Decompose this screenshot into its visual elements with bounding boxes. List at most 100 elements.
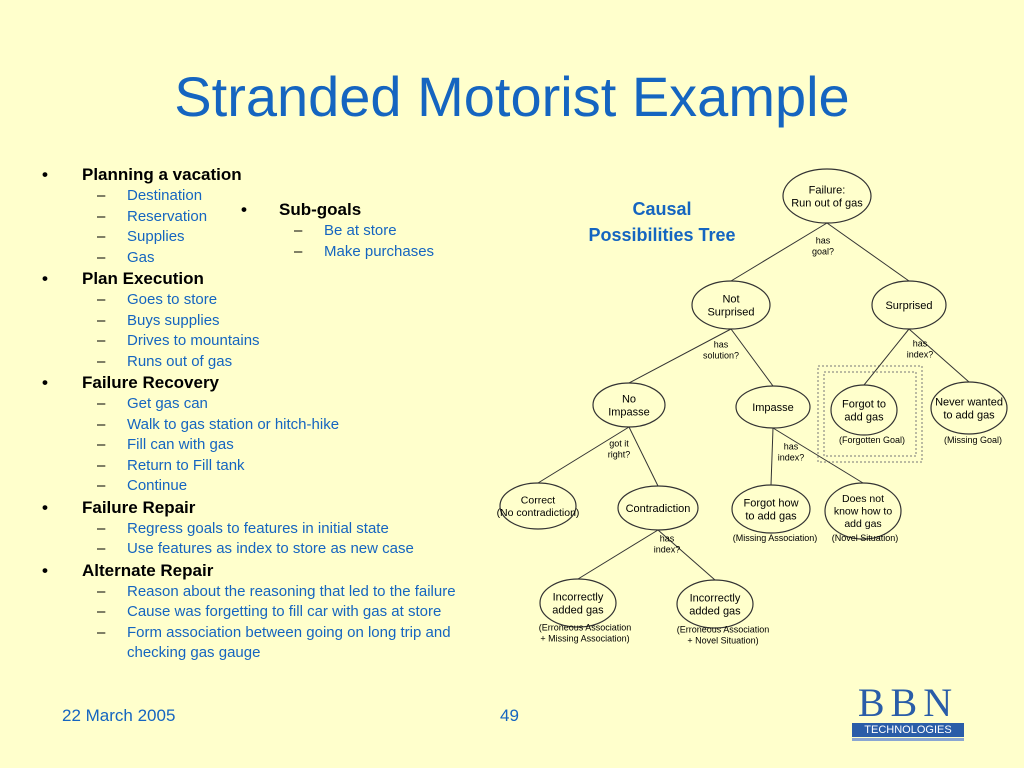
tree-edge [657, 529, 716, 581]
outline-item: – Reservation [42, 207, 512, 228]
outline-item-text: Destination [127, 187, 203, 204]
highlight-box [817, 365, 923, 463]
edge-label: got it [609, 439, 629, 449]
tree-node [782, 168, 872, 224]
outline-item: – Drives to mountains [42, 331, 512, 352]
tree-edge [908, 328, 970, 383]
outline-heading: •Failure Recovery [42, 372, 512, 394]
tree-node-label: know how to [834, 506, 893, 518]
outline-item-text: Buys supplies [127, 311, 220, 329]
tree-node-label: added gas [552, 604, 604, 616]
outline-item: –Reason about the reasoning that led to … [42, 582, 512, 603]
dash-icon: – [97, 228, 106, 245]
tree-node [691, 280, 771, 330]
outline-item-text: Goes to store [127, 291, 218, 308]
tree-node-label: to add gas [745, 510, 797, 522]
outline-item: – Continue [42, 476, 512, 497]
outline-item: –Use features as index to store as new c… [42, 539, 512, 560]
tree-node-label: (No contradiction) [497, 507, 580, 519]
outline-item-text: Continue [127, 477, 188, 494]
dash-icon: – [97, 207, 106, 225]
outline-item-text: Fill can with gas [127, 436, 234, 453]
outline-list: •Planning a vacation–Destination–Reserva… [42, 164, 512, 664]
logo-subtitle: TECHNOLOGIES [852, 723, 964, 737]
logo-underline [852, 738, 964, 741]
subgoals-heading: • Sub-goals [241, 199, 501, 221]
outline-item-text: Get gas can [127, 395, 208, 412]
outline-heading: •Failure Repair [42, 497, 512, 519]
edge-label: has [816, 236, 831, 246]
outline-item: –Return to Fill tank [42, 456, 512, 477]
bullet-icon: • [42, 497, 48, 517]
edge-label: has [913, 339, 928, 349]
subgoal-item: – Be at store [241, 221, 501, 242]
tree-node-label: Correct [521, 494, 556, 506]
dash-icon: – [294, 222, 303, 239]
dash-icon: – [97, 332, 106, 349]
tree-node [830, 384, 898, 436]
tree-edge [863, 328, 910, 386]
edge-label: goal? [812, 247, 834, 257]
outline-item: –Form association between going on long … [42, 623, 512, 664]
tree-node-label: Incorrectly [553, 591, 604, 603]
node-annotation: (Forgotten Goal) [839, 435, 905, 445]
tree-node [592, 382, 666, 428]
outline-heading-label: Planning a vacation [82, 165, 242, 184]
outline-item-text: Reason about the reasoning that led to t… [127, 582, 456, 600]
tree-edge [730, 222, 828, 282]
outline-item-text: Supplies [127, 228, 185, 245]
edge-label: has [784, 442, 799, 452]
tree-node [731, 484, 811, 534]
tree-edge [628, 426, 659, 487]
edge-label: index? [778, 453, 805, 463]
dash-icon: – [97, 248, 106, 266]
tree-node [735, 385, 811, 429]
tree-node [871, 280, 947, 330]
dash-icon: – [97, 519, 106, 537]
outline-item-text: Reservation [127, 207, 208, 225]
edge-label: index? [654, 545, 681, 555]
bbn-logo: BBN TECHNOLOGIES [852, 683, 964, 743]
tree-node-label: Impasse [608, 406, 650, 418]
outline-heading: •Planning a vacation [42, 164, 512, 186]
dash-icon: – [97, 187, 106, 204]
outline-item: – Supplies [42, 227, 512, 248]
dash-icon: – [97, 311, 106, 329]
tree-node [617, 485, 699, 531]
tree-node-label: Never wanted [935, 396, 1003, 408]
outline-item-text: Drives to mountains [127, 332, 260, 349]
tree-node-label: Forgot to [842, 398, 886, 410]
node-annotation: + Novel Situation) [687, 636, 758, 646]
bullet-icon: • [42, 560, 48, 580]
dash-icon: – [97, 623, 106, 641]
dash-icon: – [97, 395, 106, 412]
node-annotation: (Erroneous Association [539, 623, 632, 633]
dash-icon: – [97, 540, 106, 557]
dash-icon: – [97, 415, 106, 433]
outline-item: – Get gas can [42, 394, 512, 415]
dash-icon: – [97, 477, 106, 494]
edge-label: has [714, 340, 729, 350]
dash-icon: – [97, 456, 106, 474]
tree-edge [730, 328, 774, 387]
tree-node [539, 578, 617, 628]
node-annotation: (Missing Goal) [944, 435, 1002, 445]
tree-edge [772, 427, 864, 484]
tree-node [499, 482, 577, 530]
dash-icon: – [294, 242, 303, 260]
tree-node-label: Run out of gas [791, 197, 863, 209]
outline-item-text: Gas [127, 248, 155, 266]
dash-icon: – [97, 291, 106, 308]
diagram-title-line: Causal [632, 199, 692, 219]
diagram-title: Causal Possibilities Tree [562, 196, 762, 248]
bullet-icon: • [42, 373, 48, 392]
outline-item: – Goes to store [42, 290, 512, 311]
subgoals-label: Sub-goals [279, 200, 362, 219]
tree-node-label: added gas [689, 605, 741, 617]
tree-node [676, 579, 754, 629]
page-number: 49 [500, 706, 519, 725]
tree-node-label: to add gas [943, 409, 995, 421]
dash-icon: – [97, 603, 106, 620]
outline-heading-label: Alternate Repair [82, 560, 214, 580]
subgoal-text: Make purchases [324, 242, 435, 260]
